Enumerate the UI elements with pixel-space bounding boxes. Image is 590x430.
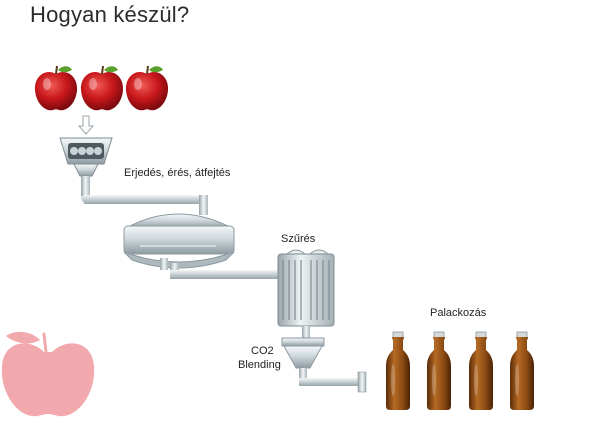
step-label-co2: CO2: [251, 345, 274, 357]
blending-funnel-icon: [281, 337, 367, 393]
step-label-blending: Blending: [238, 359, 281, 371]
apple-icon: [125, 65, 169, 111]
step-label-bottling: Palackozás: [430, 307, 487, 319]
fermentation-tank-icon: [123, 213, 235, 270]
bottle-icon: [386, 331, 410, 410]
filter-unit-icon: [277, 249, 335, 340]
pipe: [170, 263, 280, 279]
apple-icon: [34, 65, 78, 111]
step-label-filtration: Szűrés: [281, 233, 316, 245]
bottle-icon: [469, 331, 493, 410]
fruit-press-icon: [59, 137, 113, 177]
apple-icon: [80, 65, 124, 111]
apple-silhouette-icon: [1, 331, 95, 417]
bottle-icon: [510, 331, 534, 410]
bottle-icon: [427, 331, 451, 410]
down-arrow-icon: [77, 115, 95, 135]
page-title: Hogyan készül?: [30, 2, 190, 27]
pipe: [81, 176, 208, 215]
step-label-fermentation: Erjedés, érés, átfejtés: [124, 167, 231, 179]
